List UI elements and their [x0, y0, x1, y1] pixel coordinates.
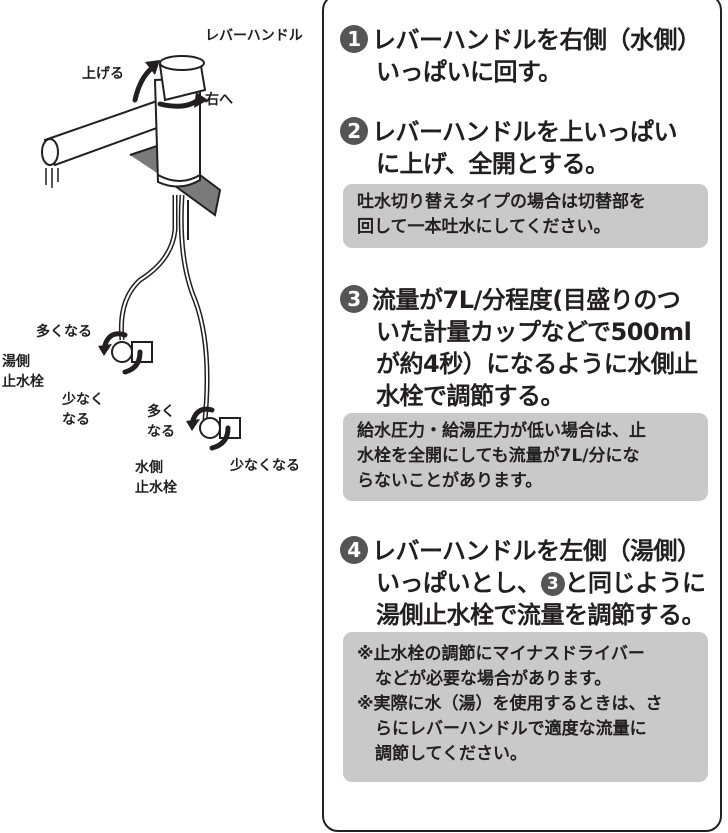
hot-valve-label-line: 湯側	[2, 354, 30, 370]
step-text: 湯側止水栓で流量を調節する。	[376, 601, 706, 629]
hot-valve-arrow	[102, 331, 143, 375]
step-text: に上げ、全開とする。	[376, 150, 609, 178]
note-text: 水栓を全開にしても流量が7L/分にな	[357, 446, 640, 466]
note-low-pressure: 給水圧力・給湯圧力が低い場合は、止 水栓を全開にしても流量が7L/分にな らない…	[343, 413, 708, 501]
note-text: ※止水栓の調節にマイナスドライバー	[357, 644, 645, 664]
step-text: が約4秒）になるように水側止	[376, 350, 698, 378]
note-text: らにレバーハンドルで適度な流量に	[375, 719, 647, 739]
step-text: 流量が7L/分程度(目盛りのつ	[372, 286, 681, 314]
step-number-badge: 2	[340, 117, 368, 145]
step-text: と同じように	[564, 569, 707, 597]
cold-more-label-line: なる	[147, 424, 175, 440]
hot-valve-label-line: 止水栓	[2, 374, 44, 390]
note-text: 給水圧力・給湯圧力が低い場合は、止	[357, 421, 646, 441]
note-text: 調節してください。	[375, 744, 527, 764]
step-text: レバーハンドルを上いっぱい	[372, 118, 678, 146]
note-text: などが必要な場合があります。	[375, 669, 612, 689]
step-number-badge: 4	[340, 536, 368, 564]
step-text: レバーハンドルを左側（湯側）	[372, 537, 701, 565]
cold-valve-label-line: 水側	[135, 460, 163, 476]
step-number-badge: 1	[340, 25, 368, 53]
note-cautions: ※止水栓の調節にマイナスドライバー などが必要な場合があります。 ※実際に水（湯…	[343, 632, 708, 782]
faucet-illustration	[41, 55, 241, 451]
cold-valve-label: 水側止水栓	[135, 458, 177, 498]
step-number-badge: 3	[340, 285, 368, 313]
note-switch-type: 吐水切り替えタイプの場合は切替部を 回して一本吐水にしてください。	[343, 184, 708, 248]
step-text: いっぱいに回す。	[376, 58, 562, 86]
step-text: いた計量カップなどで500ml	[376, 318, 692, 346]
hot-less-label-line: なる	[62, 412, 90, 428]
hot-less-label-line: 少なく	[62, 392, 104, 408]
cold-more-label-line: 多く	[147, 404, 175, 420]
step-text: レバーハンドルを右側（水側）	[372, 26, 701, 54]
cold-valve-arrow	[190, 406, 231, 451]
lever-handle-label: レバーハンドル	[205, 28, 303, 44]
hot-more-label: 多くなる	[36, 324, 92, 340]
cold-more-label: 多くなる	[147, 402, 175, 442]
step-text: いっぱいとし、	[376, 569, 541, 597]
note-text: 吐水切り替えタイプの場合は切替部を	[357, 192, 646, 212]
note-text: ※実際に水（湯）を使用するときは、さ	[357, 694, 663, 714]
hot-less-label: 少なくなる	[62, 390, 104, 430]
cold-less-label: 少なくなる	[230, 458, 300, 474]
note-text: 回して一本吐水にしてください。	[357, 217, 611, 237]
note-text: らないことがあります。	[357, 471, 543, 491]
step-reference-badge: 3	[540, 572, 565, 596]
cold-valve-label-line: 止水栓	[135, 480, 177, 496]
raise-arrow	[132, 65, 155, 103]
hot-valve-label: 湯側止水栓	[2, 352, 44, 392]
right-label: 右へ	[205, 92, 233, 108]
step-text: 水栓で調節する。	[376, 382, 565, 410]
raise-label: 上げる	[82, 66, 124, 82]
instructions-panel	[322, 0, 722, 832]
